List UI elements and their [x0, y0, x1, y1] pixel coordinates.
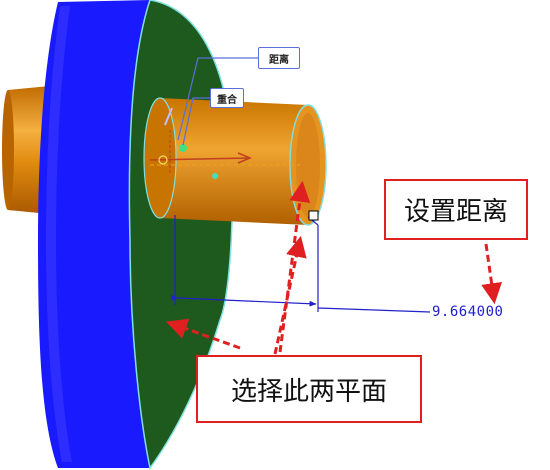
tag-leaders: [177, 57, 258, 146]
coincident-constraint-tag[interactable]: 重合: [210, 88, 244, 108]
dimension-value[interactable]: 9.664000: [432, 304, 504, 320]
dimension-handle[interactable]: [308, 210, 319, 221]
select-planes-callout: 选择此两平面: [196, 355, 422, 423]
dimension-lines: [171, 215, 431, 313]
flange-rim: [38, 0, 150, 468]
distance-constraint-tag[interactable]: 距离: [258, 47, 300, 69]
callout-arrows: [166, 180, 503, 355]
axis-markers: [149, 107, 300, 179]
flange-rim-highlight: [46, 6, 72, 462]
set-distance-callout: 设置距离: [384, 179, 528, 240]
